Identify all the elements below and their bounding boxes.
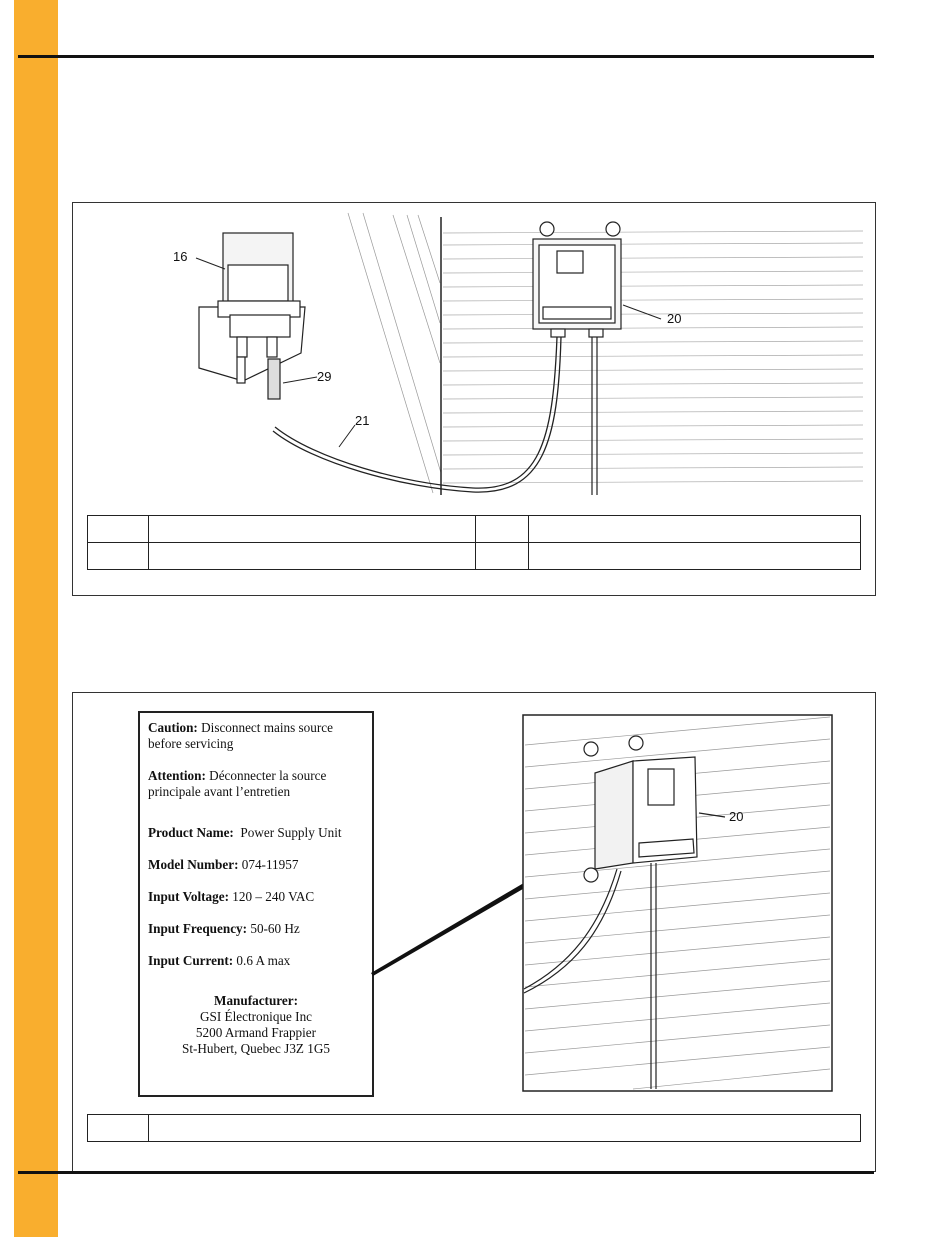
table-cell [87, 515, 149, 543]
attention-line: Attention: Déconnecter la source princip… [148, 768, 327, 799]
figure-1-legend-table [87, 515, 861, 570]
side-margin [0, 0, 14, 1237]
table-cell [528, 542, 861, 570]
table-cell [87, 1114, 149, 1142]
caution-line: Caution: Disconnect mains source before … [148, 720, 333, 751]
control-device [198, 232, 306, 400]
figure-2-box: Caution: Disconnect mains source before … [72, 692, 876, 1172]
figure-2-legend-table [87, 1114, 861, 1142]
table-cell [148, 515, 476, 543]
input-voltage-line: Input Voltage: 120 – 240 VAC [148, 889, 315, 904]
table-row [87, 515, 861, 543]
table-row [87, 542, 861, 570]
siding-lines-2 [524, 716, 831, 1090]
callout-29: 29 [317, 369, 331, 384]
table-cell [148, 542, 476, 570]
cable-21 [272, 336, 562, 493]
power-supply-device [532, 221, 622, 338]
product-name-line: Product Name: Power Supply Unit [148, 825, 342, 840]
table-cell [475, 515, 529, 543]
header-rule [18, 55, 874, 58]
input-frequency-line: Input Frequency: 50-60 Hz [148, 921, 300, 936]
product-label-card: Caution: Disconnect mains source before … [138, 711, 374, 1097]
input-current-line: Input Current: 0.6 A max [148, 953, 291, 968]
power-supply-device-angled [583, 735, 698, 883]
table-cell [148, 1114, 861, 1142]
table-cell [475, 542, 529, 570]
callout-20-fig2: 20 [729, 809, 743, 824]
table-row [87, 1114, 861, 1142]
figure-2-illustration: 20 [371, 714, 833, 1092]
table-cell [528, 515, 861, 543]
table-cell [87, 542, 149, 570]
conduit [591, 337, 598, 495]
callout-20: 20 [667, 311, 681, 326]
siding-lines [442, 230, 864, 484]
footer-rule [18, 1171, 874, 1174]
callout-16: 16 [173, 249, 187, 264]
manufacturer-block: Manufacturer: GSI Électronique Inc 5200 … [182, 993, 330, 1056]
model-number-line: Model Number: 074-11957 [148, 857, 299, 872]
figure-1-box: 16 29 21 20 [72, 202, 876, 596]
figure-1-illustration: 16 29 21 20 [173, 212, 864, 495]
callout-21: 21 [355, 413, 369, 428]
